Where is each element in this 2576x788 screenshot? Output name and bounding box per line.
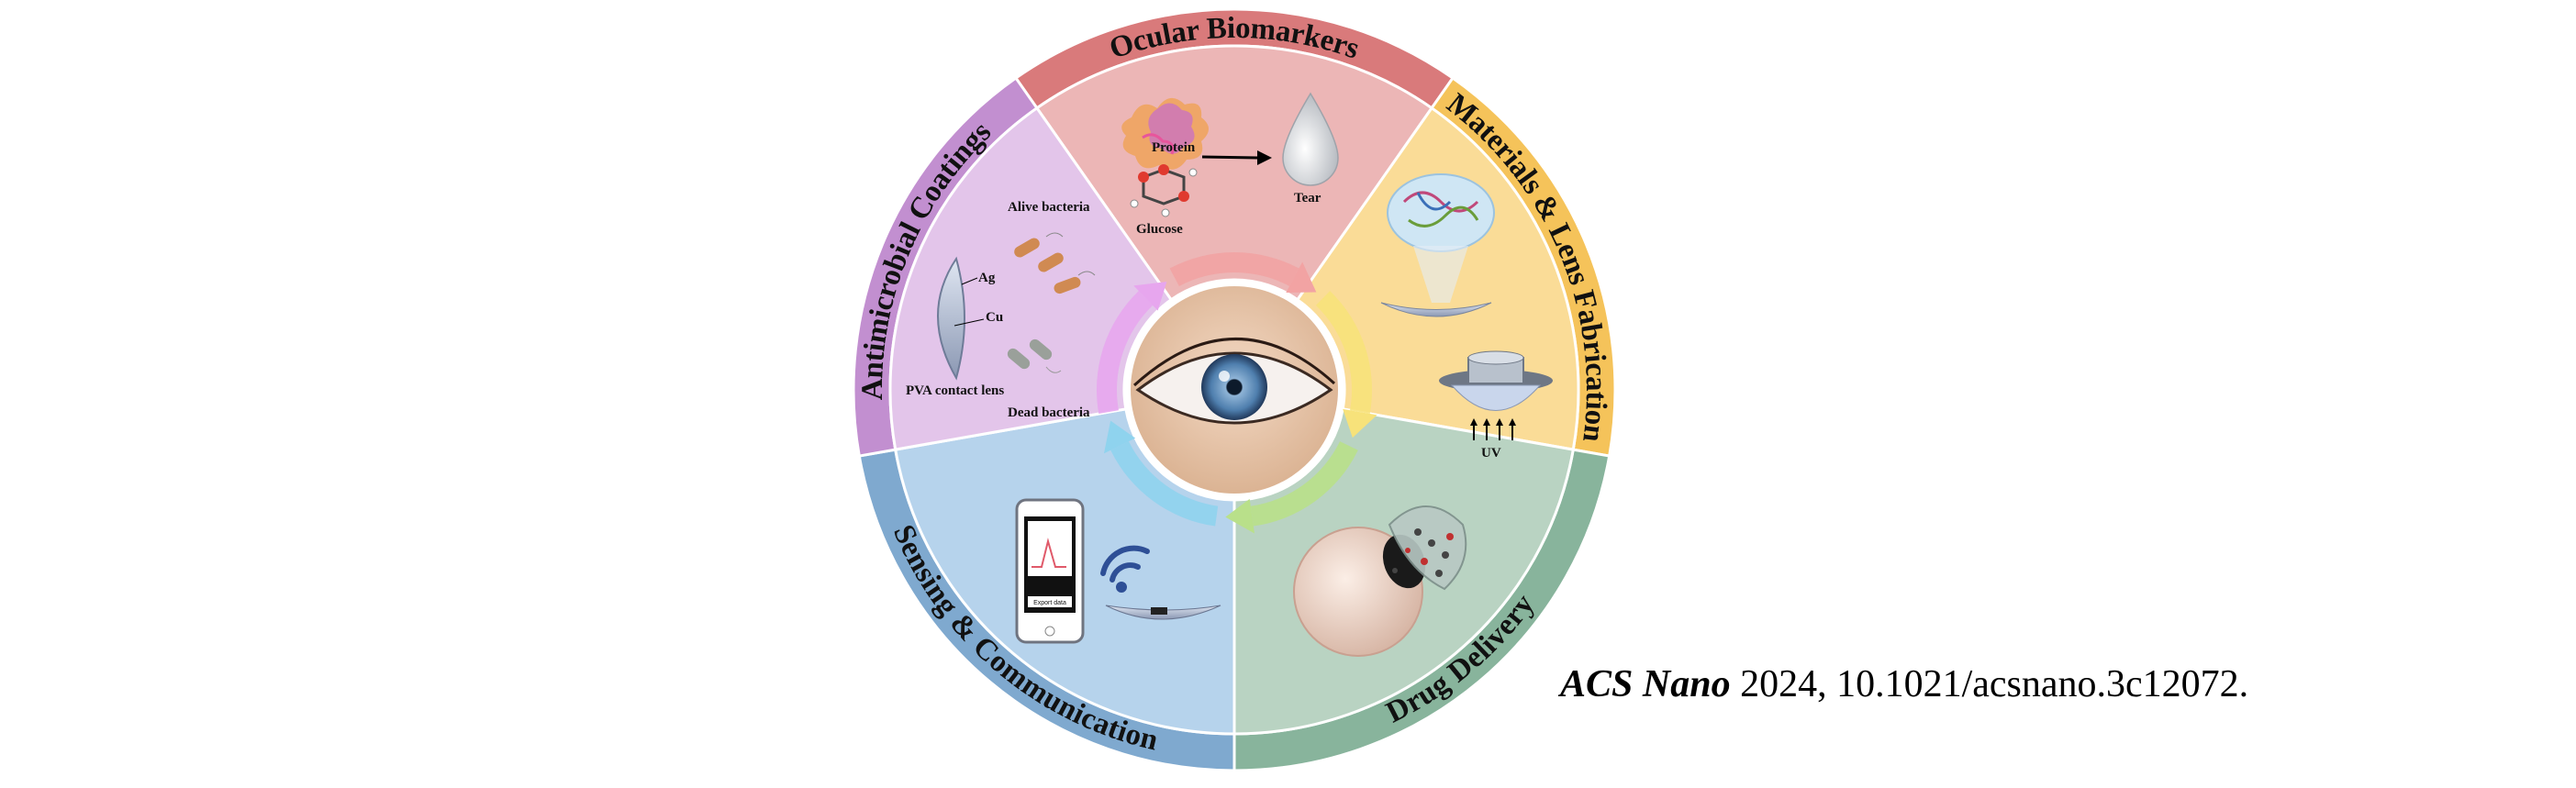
materials-fabrication-content: UV — [1380, 173, 1553, 461]
cycle-arrow-icon — [1250, 441, 1358, 527]
protein-label: Protein — [1152, 140, 1196, 155]
alive-bacteria-icon — [1014, 232, 1096, 294]
drug-lens-icon — [1388, 505, 1467, 591]
contact-lens-icon — [1380, 302, 1492, 317]
citation: ACS Nano 2024, 10.1021/acsnano.3c12072. — [1560, 662, 2248, 706]
cycle-arrow-head-icon — [1286, 261, 1317, 294]
cycle-arrow-icon — [1110, 441, 1219, 527]
cycle-arrow-icon — [1169, 251, 1299, 286]
pva-lens-icon — [937, 256, 965, 381]
glucose-molecule-icon — [1130, 164, 1198, 217]
sensing-communication-content: Export data — [1015, 498, 1221, 644]
central-eye-icon — [1124, 280, 1344, 500]
uv-label: UV — [1481, 446, 1501, 461]
arrow-line — [1201, 155, 1258, 160]
cu-label: Cu — [986, 310, 1003, 325]
pva-lens-label: PVA contact lens — [906, 383, 1004, 398]
polymer-network-bubble — [1387, 173, 1495, 252]
cycle-arrow-icon — [1097, 291, 1154, 415]
antimicrobial-coatings-content: Ag Cu PVA contact lens Alive bacteria De… — [906, 200, 1096, 420]
cycle-arrow-head-icon — [1133, 282, 1167, 311]
export-data-label: Export data — [1033, 600, 1066, 606]
ag-label: Ag — [978, 271, 996, 285]
dead-bacteria-label: Dead bacteria — [1008, 405, 1090, 420]
tear-drop-icon — [1282, 92, 1339, 186]
cycle-arrow-head-icon — [1103, 420, 1136, 454]
journal-name: ACS Nano — [1560, 663, 1731, 705]
cycle-arrow-icon — [1315, 291, 1372, 415]
citation-details: 2024, 10.1021/acsnano.3c12072. — [1730, 663, 2249, 705]
drug-delivery-content — [1293, 505, 1467, 657]
uv-arrows-icon — [1470, 418, 1516, 440]
ocular-biomarkers-content: Protein Glucose Tear — [1121, 92, 1339, 237]
glucose-label: Glucose — [1136, 222, 1183, 237]
wifi-icon — [1100, 545, 1150, 593]
protein-illustration — [1121, 97, 1209, 170]
arrow-head-icon — [1257, 150, 1272, 165]
uv-mold-icon — [1439, 350, 1553, 411]
alive-bacteria-label: Alive bacteria — [1008, 200, 1090, 215]
tear-label: Tear — [1294, 191, 1321, 205]
cycle-arrow-head-icon — [1225, 498, 1255, 534]
cycle-arrow-head-icon — [1343, 408, 1377, 438]
dead-bacteria-icon — [1007, 339, 1062, 373]
